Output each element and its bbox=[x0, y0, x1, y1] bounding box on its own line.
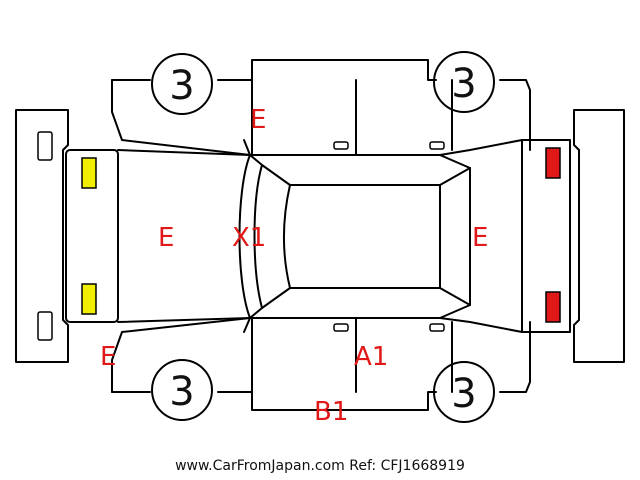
tire-rear-right: 3 bbox=[433, 361, 495, 423]
tire-front-right: 3 bbox=[433, 51, 495, 113]
tire-number: 3 bbox=[451, 61, 476, 107]
front-light-top bbox=[81, 157, 97, 189]
damage-mark-roof-top-left: E bbox=[250, 105, 266, 135]
front-panel bbox=[65, 149, 119, 323]
damage-mark-windshield: X1 bbox=[232, 223, 266, 253]
tire-number: 3 bbox=[169, 369, 194, 415]
front-bumper-panel bbox=[15, 109, 69, 363]
tire-number: 3 bbox=[451, 371, 476, 417]
tire-number: 3 bbox=[169, 63, 194, 109]
damage-mark-front-bumper-bottom: E bbox=[100, 342, 116, 372]
rear-bumper-panel bbox=[573, 109, 625, 363]
reference-footer: www.CarFromJapan.com Ref: CFJ1668919 bbox=[175, 458, 465, 474]
rear-panel bbox=[521, 139, 571, 333]
vehicle-body bbox=[111, 59, 531, 411]
tire-front-left: 3 bbox=[151, 53, 213, 115]
rear-light-bottom bbox=[545, 291, 561, 323]
damage-mark-front-hood: E bbox=[158, 223, 174, 253]
damage-mark-rocker-panel-bottom: B1 bbox=[314, 397, 348, 427]
front-light-bottom bbox=[81, 283, 97, 315]
damage-mark-rear-door-bottom: A1 bbox=[354, 342, 388, 372]
damage-mark-rear-hatch: E bbox=[472, 223, 488, 253]
tire-rear-left: 3 bbox=[151, 359, 213, 421]
rear-light-top bbox=[545, 147, 561, 179]
